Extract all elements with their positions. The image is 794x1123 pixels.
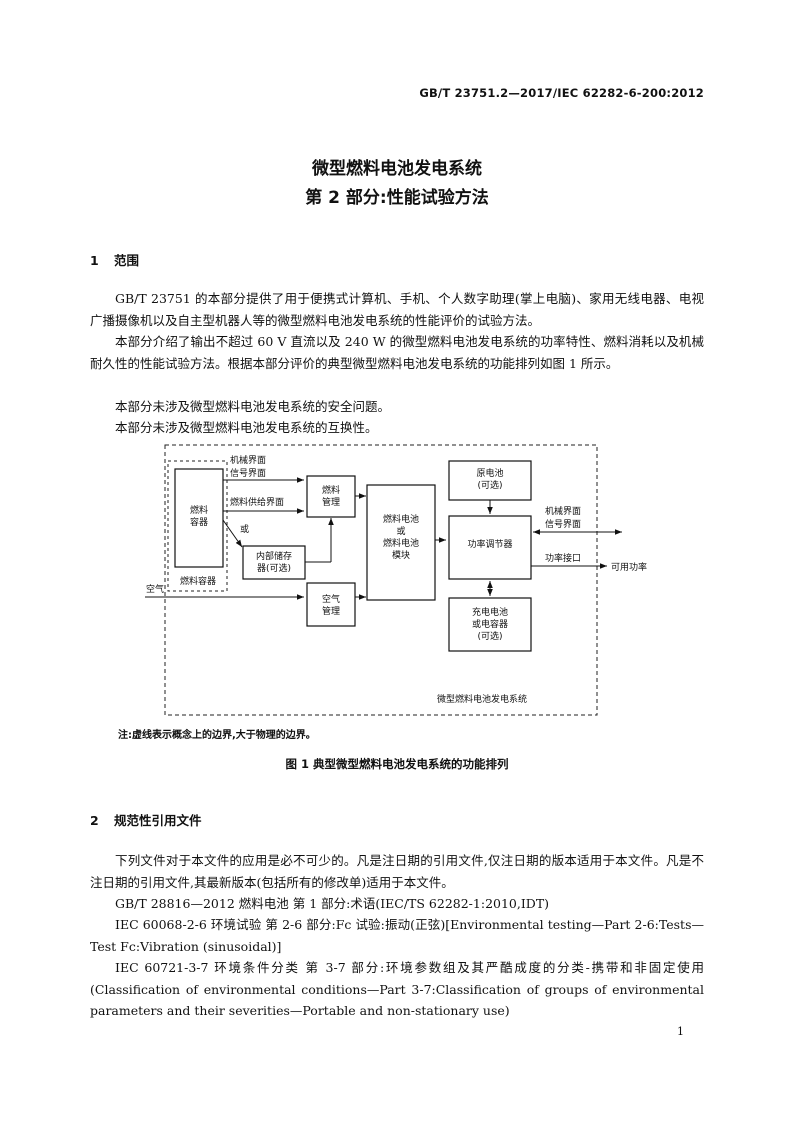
or-label: 或 — [240, 523, 249, 535]
power-conditioner-label: 功率调节器 — [467, 538, 512, 550]
fuel-container-boundary — [167, 460, 228, 592]
label-line: 燃料 — [190, 504, 208, 516]
section-title: 范围 — [114, 253, 140, 268]
label-line: (可选) — [477, 630, 502, 642]
rechargeable-box — [448, 597, 532, 652]
fuel-container-label: 燃料容器 — [180, 575, 216, 587]
internal-storage-label: 内部储存器(可选) — [256, 550, 292, 574]
air-management-label: 空气管理 — [322, 593, 340, 617]
label-line: 燃料 — [322, 484, 340, 496]
fuel-management-label: 燃料管理 — [322, 484, 340, 508]
rechargeable-label: 充电电池或电容器(可选) — [472, 606, 508, 642]
label-line: 或电容器 — [472, 618, 508, 630]
page-number: 1 — [677, 1025, 684, 1038]
label-line: 模块 — [392, 549, 410, 561]
power-interface-label: 功率接口 — [545, 552, 581, 564]
internal-storage-box — [242, 545, 306, 580]
paragraph: 本部分未涉及微型燃料电池发电系统的互换性。 — [115, 420, 378, 435]
signal-interface-top: 信号界面 — [230, 467, 266, 479]
fuel-supply-interface: 燃料供给界面 — [230, 496, 284, 508]
system-boundary — [164, 444, 598, 716]
label-line: 或 — [396, 525, 405, 537]
mech-interface-right: 机械界面 — [545, 505, 581, 517]
label-line: 原电池 — [476, 467, 503, 479]
paragraph: 本部分介绍了输出不超过 60 V 直流以及 240 W 的微型燃料电池发电系统的… — [90, 334, 704, 371]
fuel-management-box — [306, 475, 356, 518]
reference-item: IEC 60721-3-7 环境条件分类 第 3-7 部分:环境参数组及其严酷成… — [90, 960, 704, 1018]
system-label: 微型燃料电池发电系统 — [437, 693, 527, 705]
label-line: 容器 — [190, 516, 208, 528]
label-line: 器(可选) — [257, 562, 291, 574]
reference-item: IEC 60068-2-6 环境试验 第 2-6 部分:Fc 试验:振动(正弦)… — [90, 917, 704, 954]
label-line: 管理 — [322, 496, 340, 508]
document-subtitle: 第 2 部分:性能试验方法 — [305, 188, 489, 208]
air-label: 空气 — [146, 583, 164, 595]
mech-interface-top: 机械界面 — [230, 454, 266, 466]
section-number: 1 — [90, 253, 99, 268]
fuel-cell-module-label: 燃料电池或燃料电池模块 — [383, 513, 419, 561]
section-title: 规范性引用文件 — [114, 813, 202, 828]
section-number: 2 — [90, 813, 99, 828]
signal-interface-right: 信号界面 — [545, 518, 581, 530]
section-1-heading: 1 范围 — [90, 250, 139, 269]
fuel-box — [174, 468, 224, 568]
fuel-box-label: 燃料容器 — [190, 504, 208, 528]
air-management-box — [306, 582, 356, 627]
primary-battery-label: 原电池(可选) — [476, 467, 503, 491]
label-line: 充电电池 — [472, 606, 508, 618]
label-line: 燃料电池 — [383, 513, 419, 525]
label-line: 内部储存 — [256, 550, 292, 562]
paragraph: 下列文件对于本文件的应用是必不可少的。凡是注日期的引用文件,仅注日期的版本适用于… — [90, 853, 704, 890]
paragraph: 本部分未涉及微型燃料电池发电系统的安全问题。 — [115, 399, 391, 414]
fuel-box-text: 燃料容器 — [190, 504, 208, 528]
label-line: (可选) — [477, 479, 502, 491]
standard-number: GB/T 23751.2—2017/IEC 62282-6-200:2012 — [419, 86, 704, 100]
label-line: 燃料电池 — [383, 537, 419, 549]
or-arrow — [222, 519, 243, 548]
section-2-heading: 2 规范性引用文件 — [90, 810, 202, 829]
paragraph: GB/T 23751 的本部分提供了用于便携式计算机、手机、个人数字助理(掌上电… — [90, 291, 704, 328]
fuel-cell-module-box — [366, 484, 436, 601]
figure-caption: 图 1 典型微型燃料电池发电系统的功能排列 — [285, 757, 509, 771]
usable-power-label: 可用功率 — [611, 561, 647, 573]
figure-note: 注:虚线表示概念上的边界,大于物理的边界。 — [118, 730, 316, 741]
document-title: 微型燃料电池发电系统 — [312, 159, 482, 179]
label-line: 空气 — [322, 593, 340, 605]
reference-item: GB/T 28816—2012 燃料电池 第 1 部分:术语(IEC/TS 62… — [115, 896, 550, 911]
label-line: 管理 — [322, 605, 340, 617]
power-conditioner-box — [448, 515, 532, 580]
